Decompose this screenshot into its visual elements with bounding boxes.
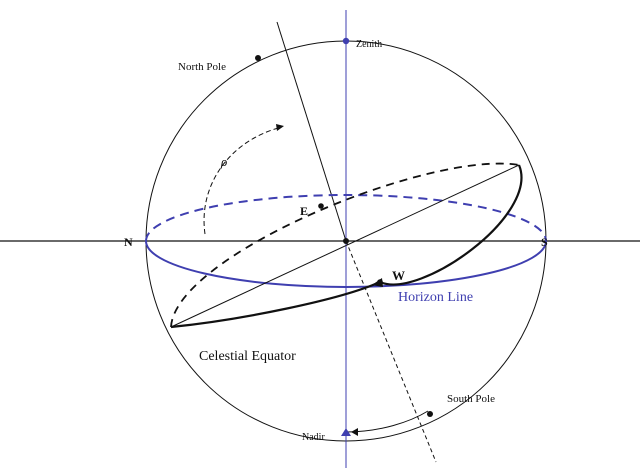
zenith-label: Zenith xyxy=(356,39,382,50)
polar-axis-upper xyxy=(276,21,347,242)
east-point xyxy=(318,203,324,209)
north-pole-label: North Pole xyxy=(178,61,226,73)
north-label: N xyxy=(124,235,133,249)
center-point xyxy=(343,238,349,244)
rho-label: ρ xyxy=(220,154,227,169)
zenith-point xyxy=(342,37,350,45)
south-pole-point xyxy=(427,411,433,417)
west-arrowhead xyxy=(372,278,383,287)
nadir-arc-arrowhead xyxy=(351,428,358,436)
north-pole-point xyxy=(255,55,261,61)
nadir-point xyxy=(341,428,351,436)
horizon-back-arc xyxy=(145,194,547,242)
rho-arrowhead-top xyxy=(276,124,284,131)
east-label: E xyxy=(300,204,308,218)
polar-axis-lower xyxy=(345,240,437,463)
south-pole-label: South Pole xyxy=(447,393,495,405)
south-label: S xyxy=(541,235,548,249)
west-label: W xyxy=(392,268,405,283)
horizon-front-arc xyxy=(145,240,547,288)
equator-diameter-line xyxy=(170,164,520,328)
horizon-line-label: Horizon Line xyxy=(398,290,473,305)
celestial-equator-back-arc xyxy=(170,162,520,328)
celestial-equator-label: Celestial Equator xyxy=(199,349,296,364)
nadir-label: Nadir xyxy=(302,432,325,443)
rho-angle-arc xyxy=(203,126,283,235)
